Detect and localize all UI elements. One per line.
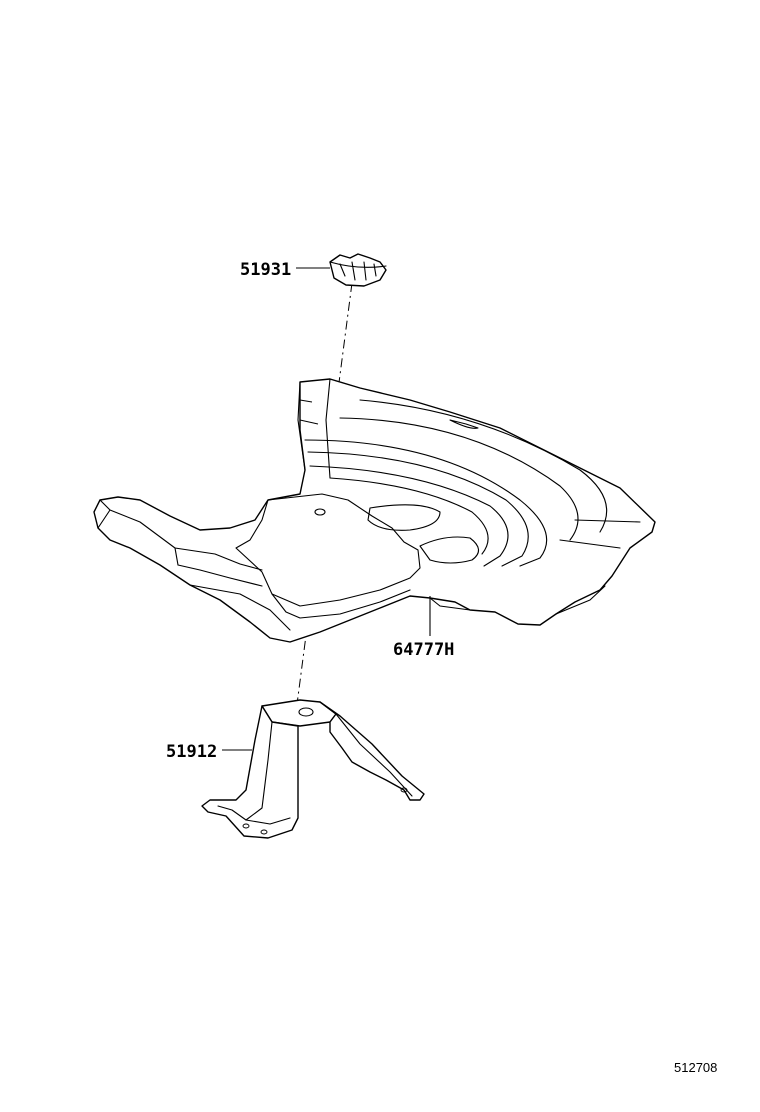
tray-part[interactable] bbox=[93, 378, 656, 643]
part-number-51931: 51931 bbox=[240, 260, 291, 280]
diagram-id: 512708 bbox=[674, 1060, 717, 1075]
bracket-part[interactable] bbox=[201, 699, 425, 839]
part-number-51912: 51912 bbox=[166, 742, 217, 762]
cap-part[interactable] bbox=[329, 253, 387, 287]
part-number-64777H: 64777H bbox=[393, 640, 454, 660]
